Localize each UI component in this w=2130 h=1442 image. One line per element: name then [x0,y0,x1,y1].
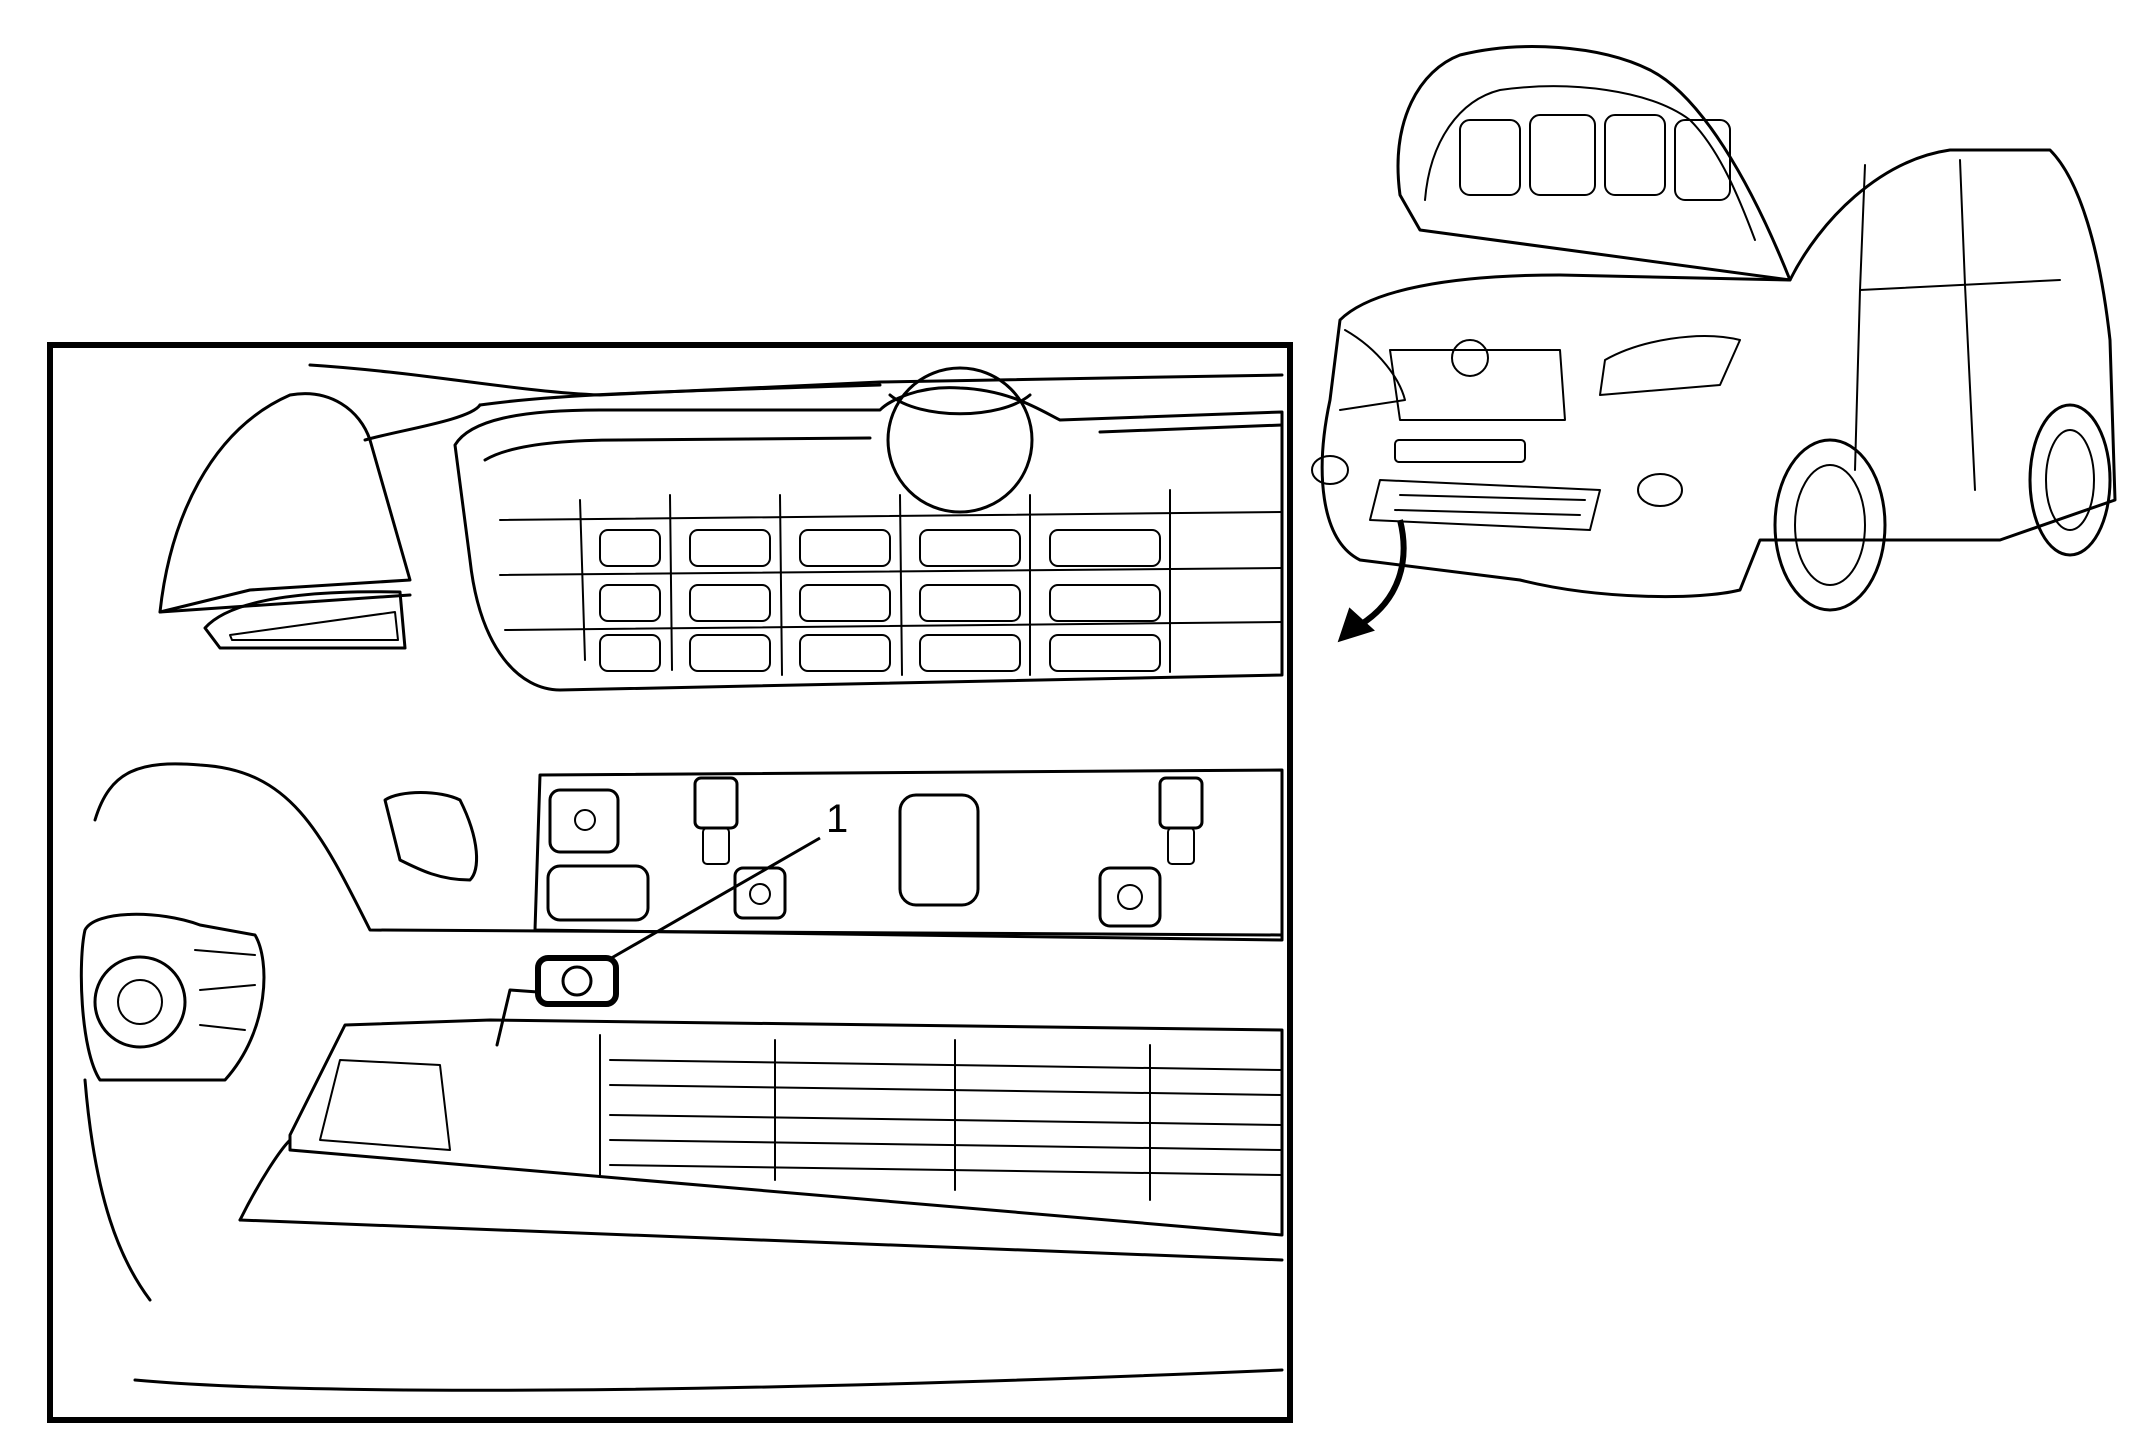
front-bumper-fastener [495,955,619,1047]
callout-label-1: 1 [826,797,848,841]
view-direction-arrowhead [1337,607,1375,643]
callout-leader-1 [607,836,821,962]
view-direction-arrow [1358,519,1407,628]
detail-view: 1 [47,342,1293,1423]
fog-lamp [79,912,266,1082]
upper-grille-slats [499,489,1283,676]
bumper-detail-drawing [79,363,1284,1392]
vehicle-overview [1311,45,2117,643]
lower-grille [238,1018,1284,1262]
